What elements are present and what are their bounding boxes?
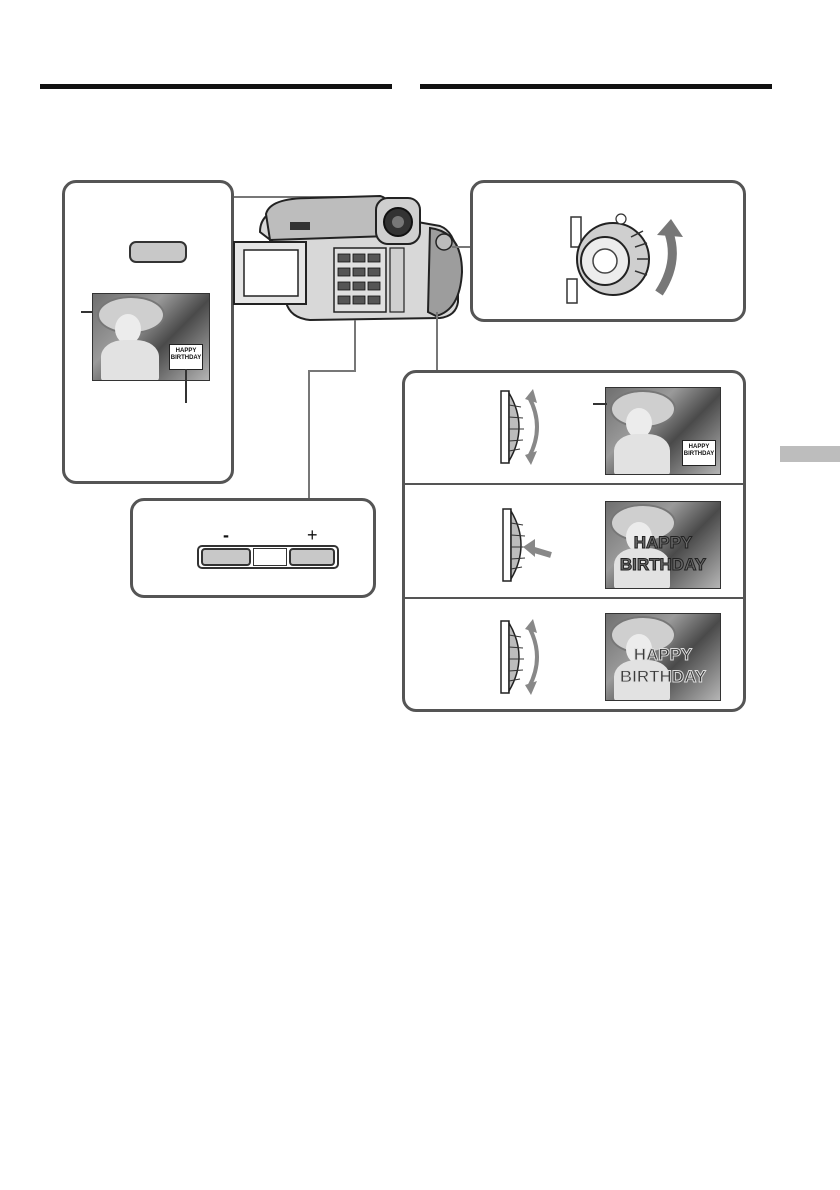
minus-label: - — [223, 525, 229, 545]
row-divider-2 — [405, 597, 743, 599]
adjust-button-panel: - + — [130, 498, 376, 598]
title-button[interactable] — [129, 241, 187, 263]
face-shape — [626, 408, 652, 438]
minus-button[interactable] — [201, 548, 251, 566]
curved-arrow-icon — [655, 219, 683, 296]
face-shape — [626, 522, 652, 552]
dress-shape — [614, 660, 670, 700]
dress-shape — [614, 548, 670, 588]
dial-push-illustration — [502, 508, 552, 582]
power-switch-illustration — [566, 213, 650, 304]
dial-steps-panel: HAPPY BIRTHDAY HAPPY BIRTHDAY HAPPY BIRT… — [402, 370, 746, 712]
dress-shape — [101, 340, 159, 380]
camcorder-illustration — [233, 194, 464, 322]
step2-title-line2: BIRTHDAY — [619, 555, 707, 575]
face-shape — [115, 314, 141, 344]
dress-shape — [614, 434, 670, 474]
step1-title-card: HAPPY BIRTHDAY — [682, 440, 716, 466]
title-card-text: HAPPY BIRTHDAY — [170, 348, 202, 361]
step3-preview-image: HAPPY BIRTHDAY — [605, 613, 721, 701]
connector-to-switch-panel — [452, 246, 472, 250]
hat-shape — [610, 504, 676, 542]
callout-line-title — [185, 369, 187, 403]
dial-turn-illustration-1 — [500, 389, 539, 465]
title-card: HAPPY BIRTHDAY — [169, 344, 203, 370]
step2-preview-image: HAPPY BIRTHDAY — [605, 501, 721, 589]
connector-to-button-panel-c — [308, 370, 312, 500]
header-rule-right — [420, 84, 772, 89]
dial-turn-illustration-2 — [500, 619, 539, 695]
connector-to-dial-panel — [436, 312, 440, 372]
step3-title-line2: BIRTHDAY — [619, 667, 707, 687]
step3-title-line1: HAPPY — [633, 645, 693, 665]
plus-label: + — [307, 525, 318, 545]
connector-to-button-panel-a — [354, 320, 358, 372]
step1-title-card-text: HAPPY BIRTHDAY — [683, 444, 715, 457]
power-switch-panel — [470, 180, 746, 322]
button-gap — [253, 548, 287, 566]
preview-image: HAPPY BIRTHDAY — [92, 293, 210, 381]
header-rule-left — [40, 84, 392, 89]
step2-title-line1: HAPPY — [633, 533, 693, 553]
step1-preview-image: HAPPY BIRTHDAY — [605, 387, 721, 475]
connector-to-button-panel-b — [310, 370, 356, 374]
step1-callout-line — [593, 403, 607, 405]
plus-button[interactable] — [289, 548, 335, 566]
row-divider-1 — [405, 483, 743, 485]
face-shape — [626, 634, 652, 664]
section-tab — [780, 446, 840, 462]
title-button-panel: HAPPY BIRTHDAY — [62, 180, 234, 484]
callout-line-left — [81, 311, 93, 313]
button-housing — [197, 545, 339, 569]
